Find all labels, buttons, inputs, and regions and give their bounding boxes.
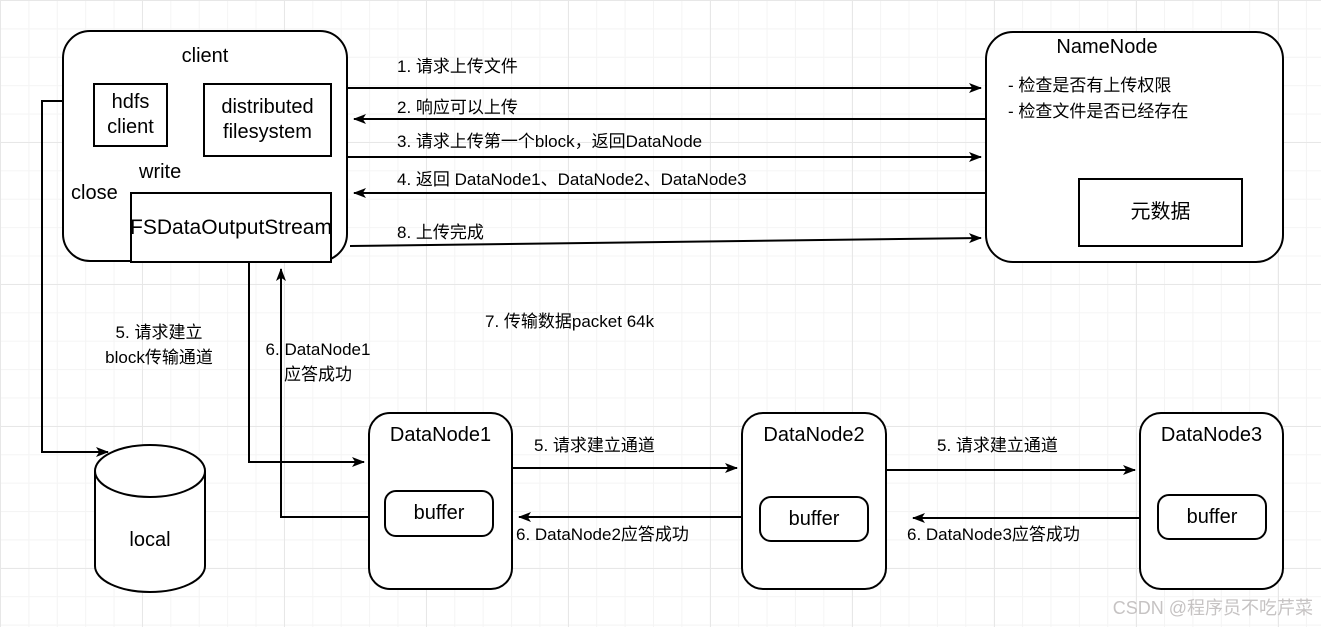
edge-step6-dn1-ack (276, 268, 368, 518)
local-storage-cylinder (94, 444, 206, 593)
distributed-filesystem-node: distributed filesystem (203, 83, 332, 157)
datanode3-buffer-node: buffer (1157, 494, 1267, 540)
step5-dn1-dn2-label: 5. 请求建立通道 (534, 436, 655, 455)
metadata-node: 元数据 (1078, 178, 1243, 247)
csdn-watermark: CSDN @程序员不吃芹菜 (1112, 598, 1313, 618)
close-edge-label: close (68, 183, 121, 203)
step4-label: 4. 返回 DataNode1、DataNode2、DataNode3 (397, 170, 747, 189)
step8-label: 8. 上传完成 (397, 223, 484, 242)
fsdataoutputstream-node: FSDataOutputStream (130, 192, 332, 263)
distributed-filesystem-label: distributed filesystem (221, 96, 314, 143)
datanode1-buffer-label: buffer (413, 502, 465, 524)
step6-dn3-ack-label: 6. DataNode3应答成功 (907, 525, 1080, 544)
datanode2-buffer-node: buffer (759, 496, 869, 542)
datanode1-title: DataNode1 (389, 424, 492, 446)
hdfs-client-node: hdfs client (93, 83, 168, 147)
namenode-check-permission: - 检查是否有上传权限 (1008, 76, 1172, 95)
step7-packet-label: 7. 传输数据packet 64k (485, 312, 655, 331)
edge-step5-block-channel (248, 263, 365, 467)
datanode3-buffer-label: buffer (1186, 505, 1238, 528)
namenode-check-exists: - 检查文件是否已经存在 (1008, 102, 1189, 121)
edge-step8-upload-complete (349, 233, 982, 247)
fsdataoutputstream-label: FSDataOutputStream (130, 215, 332, 239)
metadata-label: 元数据 (1130, 201, 1191, 223)
hdfs-client-label: hdfs client (107, 91, 154, 138)
step5-dn2-dn3-label: 5. 请求建立通道 (937, 436, 1058, 455)
write-edge-label: write (136, 162, 185, 182)
datanode2-buffer-label: buffer (788, 507, 840, 530)
step3-label: 3. 请求上传第一个block，返回DataNode (397, 132, 703, 151)
step6-dn1-ack-label: 6. DataNode1 应答成功 (265, 340, 371, 384)
datanode3-title: DataNode3 (1160, 424, 1263, 446)
step1-label: 1. 请求上传文件 (397, 57, 518, 76)
step6-dn2-ack-label: 6. DataNode2应答成功 (516, 525, 689, 544)
namenode-title: NameNode (1056, 36, 1158, 58)
step5-block-channel-label: 5. 请求建立 block传输通道 (105, 323, 213, 367)
client-title: client (181, 45, 229, 67)
local-label: local (129, 529, 171, 551)
datanode2-title: DataNode2 (763, 424, 865, 446)
step2-label: 2. 响应可以上传 (397, 98, 518, 117)
datanode1-buffer-node: buffer (384, 490, 494, 537)
